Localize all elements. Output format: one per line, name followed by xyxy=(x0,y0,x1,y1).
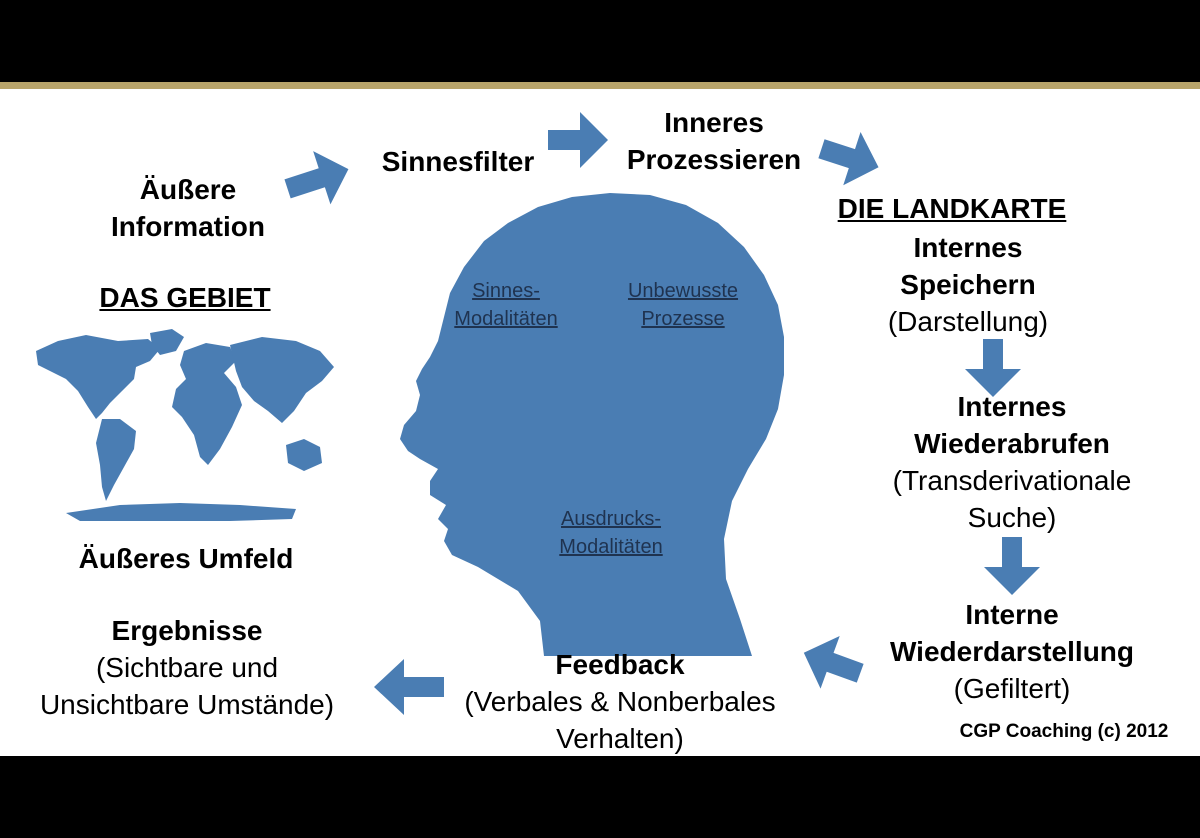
unconscious-processes-label: Unbewusste Prozesse xyxy=(608,277,758,333)
credit-text: CGP Coaching (c) 2012 xyxy=(959,721,1169,742)
internal-representation-label: Interne Wiederdarstellung (Gefiltert) xyxy=(862,596,1162,707)
south-america-shape xyxy=(96,419,136,501)
sense-modalities-line-1: Sinnes- xyxy=(472,280,540,302)
feedback-label: Feedback (Verbales & Nonberbales Verhalt… xyxy=(436,646,804,756)
feedback-subtitle-2: Verhalten) xyxy=(556,723,684,754)
north-america-shape xyxy=(36,335,160,419)
unconscious-processes-line-1: Unbewusste xyxy=(627,280,739,302)
expression-modalities-line-2: Modalitäten xyxy=(559,536,663,558)
arrow-to-map xyxy=(818,131,879,186)
greenland-shape xyxy=(150,329,184,355)
australia-shape xyxy=(286,439,322,471)
inner-processing-line-1: Inneres xyxy=(664,107,764,138)
asia-shape xyxy=(230,337,334,423)
internal-retrieval-line-2: Wiederabrufen xyxy=(914,428,1110,459)
expression-modalities-line-1: Ausdrucks- xyxy=(560,508,662,530)
bottom-letterbox xyxy=(0,756,1200,838)
results-subtitle-2: Unsichtbare Umstände) xyxy=(39,689,335,720)
sense-modalities-line-2: Modalitäten xyxy=(454,308,558,330)
inner-processing-label: Inneres Prozessieren xyxy=(608,104,820,178)
feedback-subtitle-1: (Verbales & Nonberbales xyxy=(464,686,776,717)
internal-storage-subtitle: (Darstellung) xyxy=(887,306,1049,337)
top-letterbox xyxy=(0,0,1200,82)
diagram-graphics xyxy=(36,112,1040,715)
feedback-title: Feedback xyxy=(555,649,685,680)
outer-information-line-2: Information xyxy=(111,211,265,242)
sense-modalities-label: Sinnes- Modalitäten xyxy=(436,277,576,333)
head-silhouette xyxy=(400,193,784,656)
arrow-down-to-representation xyxy=(984,537,1040,595)
internal-storage-line-2: Speichern xyxy=(900,269,1036,300)
the-map-heading: DIE LANDKARTE xyxy=(837,193,1067,224)
internal-storage-line-1: Internes xyxy=(913,232,1023,263)
results-subtitle-1: (Sichtbare und xyxy=(95,652,279,683)
outer-information-line-1: Äußere xyxy=(139,174,237,205)
inner-processing-line-2: Prozessieren xyxy=(626,144,802,175)
internal-representation-subtitle: (Gefiltert) xyxy=(953,673,1071,704)
results-label: Ergebnisse (Sichtbare und Unsichtbare Um… xyxy=(14,612,360,723)
antarctica-shape xyxy=(66,503,296,521)
arrow-to-feedback xyxy=(803,636,864,689)
arrow-down-to-retrieval xyxy=(965,339,1021,397)
outer-environment-label: Äußeres Umfeld xyxy=(78,543,294,574)
the-territory-heading: DAS GEBIET xyxy=(99,282,271,313)
internal-retrieval-subtitle-1: (Transderivationale xyxy=(892,465,1132,496)
internal-representation-line-2: Wiederdarstellung xyxy=(889,636,1134,667)
internal-retrieval-line-1: Internes xyxy=(957,391,1067,422)
europe-africa-shape xyxy=(172,343,242,465)
internal-retrieval-subtitle-2: Suche) xyxy=(967,502,1057,533)
internal-retrieval-label: Internes Wiederabrufen (Transderivationa… xyxy=(868,388,1156,536)
slide: Äußere Information Sinnesfilter Inneres … xyxy=(0,89,1200,756)
gold-divider-line xyxy=(0,82,1200,89)
outer-information-label: Äußere Information xyxy=(88,171,288,245)
sense-filter-label: Sinnesfilter xyxy=(381,146,535,177)
world-map xyxy=(36,329,334,521)
expression-modalities-label: Ausdrucks- Modalitäten xyxy=(540,505,682,561)
internal-representation-line-1: Interne xyxy=(965,599,1059,630)
arrow-to-sense-filter xyxy=(284,151,349,205)
results-title: Ergebnisse xyxy=(111,615,263,646)
unconscious-processes-line-2: Prozesse xyxy=(641,308,725,330)
arrow-to-inner-processing xyxy=(548,112,608,168)
internal-storage-label: Internes Speichern (Darstellung) xyxy=(848,229,1088,340)
arrow-to-results xyxy=(374,659,444,715)
